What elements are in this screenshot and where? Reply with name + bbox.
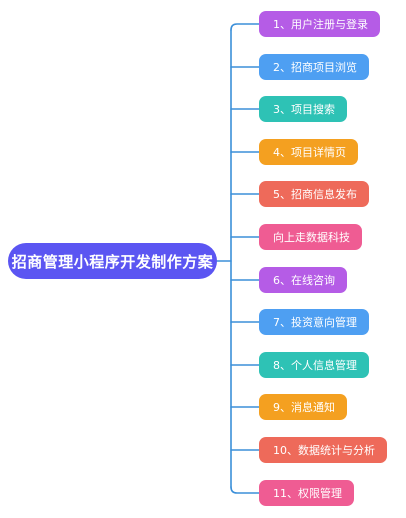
- branch-node-1[interactable]: 1、用户注册与登录: [259, 11, 380, 37]
- branch-node-label: 6、在线咨询: [273, 274, 335, 287]
- branch-node-label: 8、个人信息管理: [273, 359, 357, 372]
- branch-node-11[interactable]: 10、数据统计与分析: [259, 437, 387, 463]
- branch-node-label: 2、招商项目浏览: [273, 61, 357, 74]
- branch-node-label: 11、权限管理: [273, 487, 342, 500]
- branch-node-label: 5、招商信息发布: [273, 188, 357, 201]
- branch-node-6[interactable]: 向上走数据科技: [259, 224, 362, 250]
- branch-node-7[interactable]: 6、在线咨询: [259, 267, 347, 293]
- branch-node-4[interactable]: 4、项目详情页: [259, 139, 358, 165]
- branch-node-10[interactable]: 9、消息通知: [259, 394, 347, 420]
- branch-node-5[interactable]: 5、招商信息发布: [259, 181, 369, 207]
- branch-node-label: 3、项目搜索: [273, 103, 335, 116]
- branch-node-label: 7、投资意向管理: [273, 316, 357, 329]
- branch-node-2[interactable]: 2、招商项目浏览: [259, 54, 369, 80]
- branch-node-label: 4、项目详情页: [273, 146, 346, 159]
- branch-connector-12: [230, 486, 260, 494]
- branch-node-12[interactable]: 11、权限管理: [259, 480, 354, 506]
- branch-node-label: 10、数据统计与分析: [273, 444, 375, 457]
- branch-node-label: 向上走数据科技: [273, 231, 350, 244]
- branch-node-8[interactable]: 7、投资意向管理: [259, 309, 369, 335]
- branch-node-9[interactable]: 8、个人信息管理: [259, 352, 369, 378]
- branch-connector-1: [230, 23, 260, 31]
- branch-node-3[interactable]: 3、项目搜索: [259, 96, 347, 122]
- branch-node-label: 1、用户注册与登录: [273, 18, 368, 31]
- root-topic[interactable]: 招商管理小程序开发制作方案: [8, 243, 217, 279]
- root-topic-label: 招商管理小程序开发制作方案: [11, 252, 214, 271]
- branch-node-label: 9、消息通知: [273, 401, 335, 414]
